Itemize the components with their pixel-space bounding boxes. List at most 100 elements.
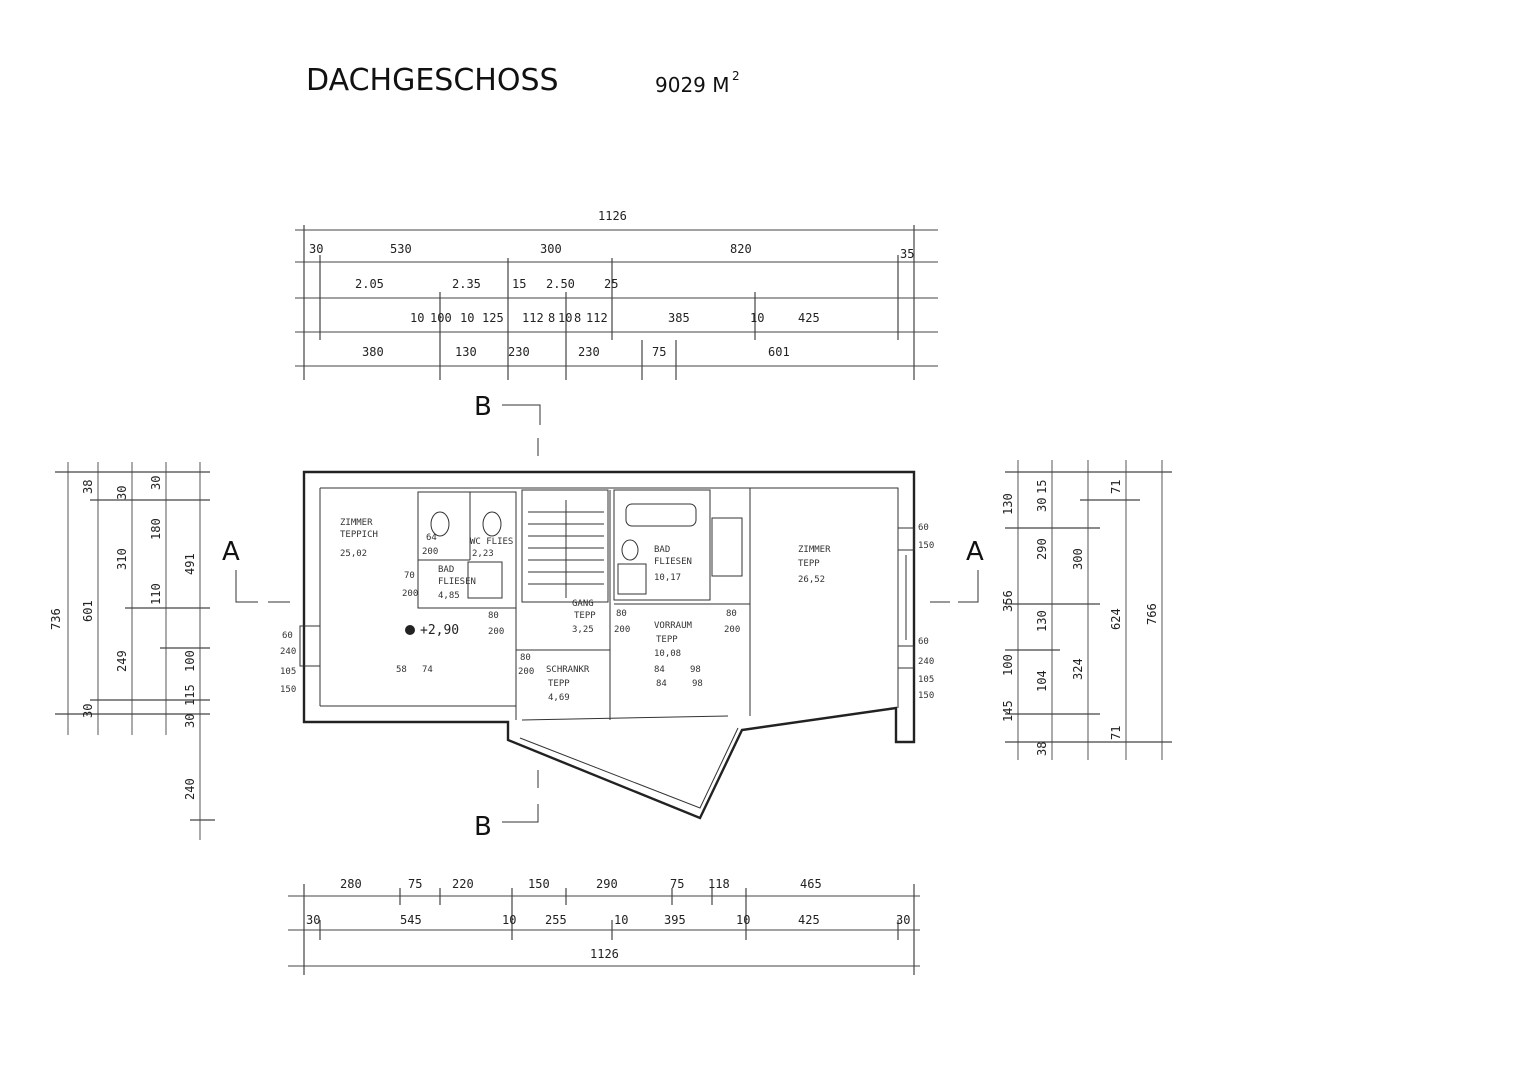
top-overall-dimension: 1126 <box>598 209 627 223</box>
top-dim-1-3: 300 <box>540 242 562 256</box>
top-dim-4-4: 230 <box>578 345 600 359</box>
bottom-dim-1-8: 465 <box>800 877 822 891</box>
left-dim-1: 736 <box>49 608 63 630</box>
room-bad-right-area: 10,17 <box>654 573 681 583</box>
right-dim-12: 71 <box>1109 480 1123 494</box>
right-wall-dim-2: 150 <box>918 541 934 551</box>
room-schrank-name: SCHRANKR <box>546 665 590 675</box>
top-dim-1-2: 530 <box>390 242 412 256</box>
right-dim-10: 324 <box>1071 658 1085 680</box>
window-note-1: 58 <box>396 665 407 675</box>
left-dim-5: 180 <box>149 518 163 540</box>
room-wc-left-name: WC FLIES <box>470 537 513 547</box>
right-wall-dimensions: 60 150 60 240 105 150 <box>918 523 934 701</box>
left-dim-3: 310 <box>115 548 129 570</box>
room-gang-area: 3,25 <box>572 625 594 635</box>
opening-label-6: 200 <box>518 667 534 677</box>
left-dim-2: 601 <box>81 600 95 622</box>
toilet-right <box>621 539 639 561</box>
room-zimmer-left-area: 25,02 <box>340 549 367 559</box>
left-dim-10: 30 <box>183 714 197 728</box>
bottom-dim-1-6: 75 <box>670 877 684 891</box>
top-dim-3-5: 112 <box>522 311 544 325</box>
window-note-2: 74 <box>422 665 433 675</box>
opening-label-10: 200 <box>724 625 740 635</box>
staircase <box>528 500 604 598</box>
right-wall-dim-4: 240 <box>918 657 934 667</box>
right-dim-11: 145 <box>1001 700 1015 722</box>
window-note-3: 84 <box>654 665 665 675</box>
top-dim-4-5: 75 <box>652 345 666 359</box>
room-bad-right-floor: FLIESEN <box>654 557 692 567</box>
bottom-dim-1-5: 290 <box>596 877 618 891</box>
interior-walls <box>417 488 751 720</box>
bottom-dim-2-4: 255 <box>545 913 567 927</box>
left-dim-7: 249 <box>115 650 129 672</box>
opening-label-8: 200 <box>614 625 630 635</box>
room-vorraum-area: 10,08 <box>654 649 681 659</box>
top-dim-2-1: 2.05 <box>355 277 384 291</box>
right-dim-4: 356 <box>1001 590 1015 612</box>
room-bad-left-area: 4,85 <box>438 591 460 601</box>
opening-label-11: 64 <box>426 533 437 543</box>
opening-label-5: 80 <box>520 653 531 663</box>
right-dim-6: 766 <box>1145 603 1159 625</box>
room-schrank-area: 4,69 <box>548 693 570 703</box>
bottom-dim-2-8: 425 <box>798 913 820 927</box>
top-dim-2-5: 25 <box>604 277 618 291</box>
bathtub <box>711 517 743 577</box>
top-dim-3-4: 125 <box>482 311 504 325</box>
right-dim-16: 30 <box>1035 498 1049 512</box>
top-dim-3-6: 8 <box>548 311 555 325</box>
bottom-dimension-chain: 280 75 220 150 290 75 118 465 30 545 10 … <box>288 877 920 975</box>
right-dim-3: 300 <box>1071 548 1085 570</box>
top-dim-3-8: 8 <box>574 311 581 325</box>
top-dim-2-4: 2.50 <box>546 277 575 291</box>
opening-label-9: 80 <box>726 609 737 619</box>
area-unit-superscript: 2 <box>732 69 740 83</box>
right-wall-dim-3: 60 <box>918 637 929 647</box>
toilet-left <box>430 511 450 537</box>
room-labels: ZIMMER TEPPICH 25,02 BAD FLIESEN 4,85 WC… <box>340 518 831 703</box>
right-wall-dim-1: 60 <box>918 523 929 533</box>
top-dim-4-2: 130 <box>455 345 477 359</box>
window-right-upper <box>897 527 915 551</box>
top-dim-3-12: 425 <box>798 311 820 325</box>
bottom-dim-2-1: 30 <box>306 913 320 927</box>
section-a-right-label: A <box>966 537 984 567</box>
room-schrank-floor: TEPP <box>548 679 570 689</box>
room-zimmer-right-area: 26,52 <box>798 575 825 585</box>
room-zimmer-right-floor: TEPP <box>798 559 820 569</box>
window-note-5: 84 <box>656 679 667 689</box>
section-markers: B B A A <box>222 392 984 842</box>
plan-title: DACHGESCHOSS <box>306 63 559 98</box>
top-dim-2-2: 2.35 <box>452 277 481 291</box>
left-wall-dim-1: 60 <box>282 631 293 641</box>
opening-label-2: 200 <box>402 589 418 599</box>
opening-label-1: 70 <box>404 571 415 581</box>
top-dim-1-1: 30 <box>309 242 323 256</box>
window-notes: 58 74 84 98 84 98 <box>396 665 703 689</box>
right-dim-7: 130 <box>1035 610 1049 632</box>
room-vorraum-floor: TEPP <box>656 635 678 645</box>
bottom-dim-2-5: 10 <box>614 913 628 927</box>
window-note-4: 98 <box>690 665 701 675</box>
left-dim-12: 38 <box>81 480 95 494</box>
opening-label-12: 200 <box>422 547 438 557</box>
right-wall-dim-6: 150 <box>918 691 934 701</box>
opening-labels: 70 200 80 200 80 200 80 200 80 200 64 20… <box>402 533 740 677</box>
room-bad-left-floor: FLIESEN <box>438 577 476 587</box>
top-dim-3-1: 10 <box>410 311 424 325</box>
right-dim-1: 130 <box>1001 493 1015 515</box>
top-dim-3-10: 385 <box>668 311 690 325</box>
top-dim-4-3: 230 <box>508 345 530 359</box>
left-dim-9: 115 <box>183 684 197 706</box>
room-zimmer-left-name: ZIMMER <box>340 518 373 528</box>
room-wc-left-area: 2,23 <box>472 549 494 559</box>
right-dim-9: 104 <box>1035 670 1049 692</box>
room-vorraum-name: VORRAUM <box>654 621 693 631</box>
room-zimmer-right-name: ZIMMER <box>798 545 831 555</box>
shower-left <box>467 561 503 599</box>
top-dim-4-1: 380 <box>362 345 384 359</box>
right-dim-8: 100 <box>1001 654 1015 676</box>
